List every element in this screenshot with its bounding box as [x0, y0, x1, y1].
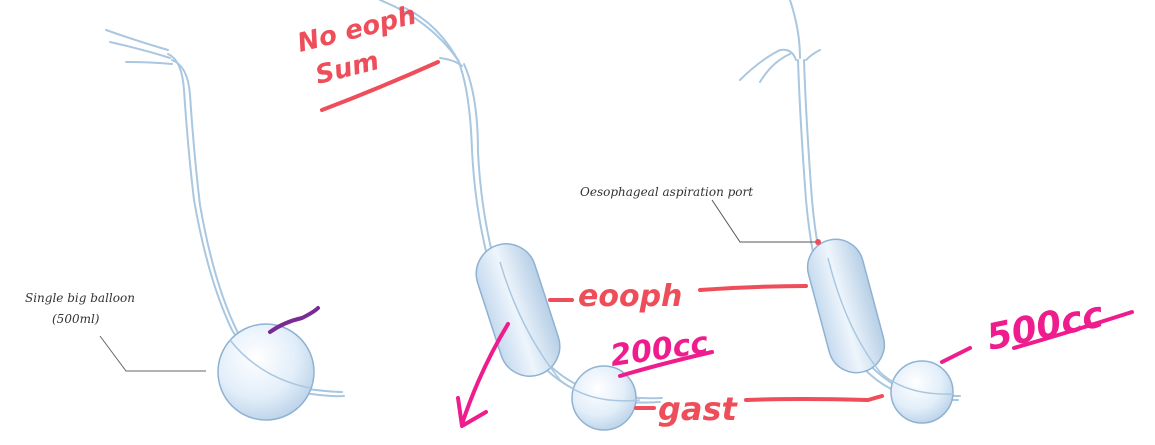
single-balloon-device	[106, 30, 344, 396]
tube-branch	[110, 42, 170, 58]
aspiration-port-marker	[815, 239, 821, 245]
annotation-gast: gast	[658, 390, 739, 428]
line-eooph-connector	[700, 286, 806, 290]
dash-500cc	[942, 348, 970, 362]
label-single-balloon-volume: (500ml)	[52, 312, 100, 326]
line-gast-arrowhead	[868, 396, 882, 400]
tube-branch	[106, 30, 168, 50]
leader-line-aspiration-port	[712, 200, 815, 242]
oesophageal-balloon	[801, 233, 890, 379]
purple-tick-mark	[270, 308, 318, 332]
annotation-eooph: eooph	[578, 279, 682, 314]
label-single-balloon: Single big balloon	[25, 291, 135, 305]
tube-branch	[126, 62, 172, 64]
pink-arrow-head	[458, 398, 486, 426]
leader-line-single-balloon	[100, 336, 206, 371]
line-gast-connector	[746, 399, 868, 400]
pink-arrow	[462, 324, 508, 424]
tube-branch	[806, 50, 820, 60]
tube-branch	[790, 0, 800, 58]
label-oesophageal-aspiration-port: Oesophageal aspiration port	[580, 185, 753, 199]
